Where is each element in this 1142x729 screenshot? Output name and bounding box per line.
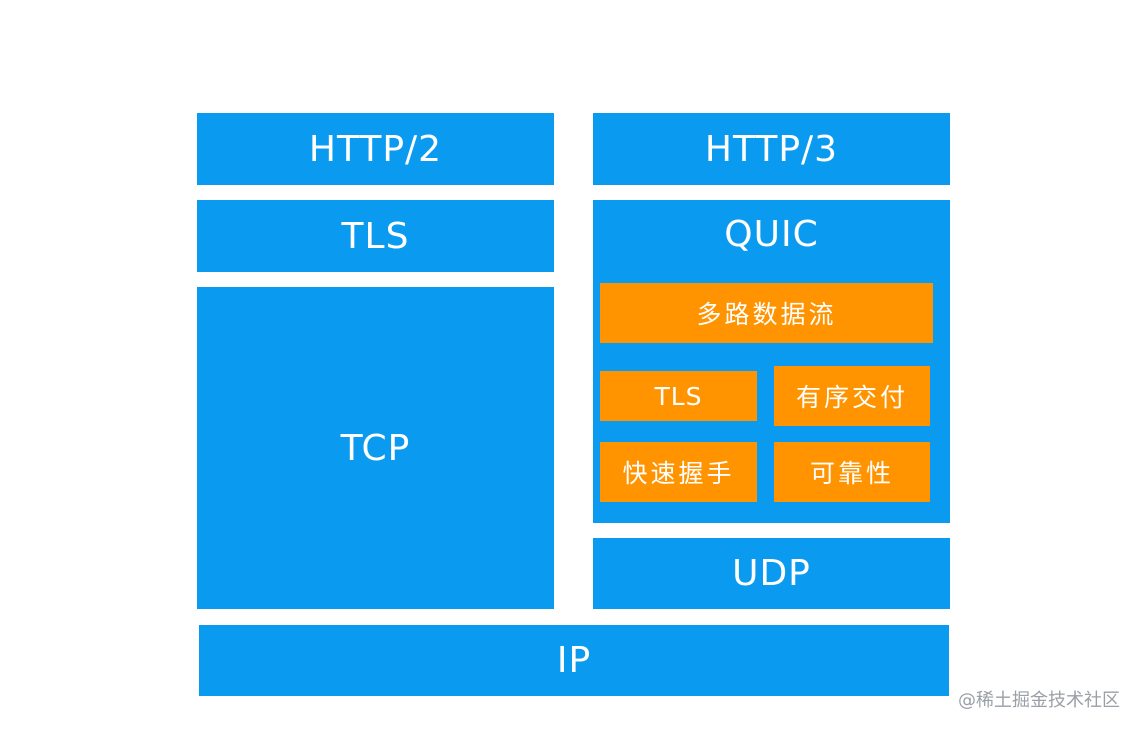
fast-handshake-label: 快速握手 (622, 459, 735, 488)
streams-label: 多路数据流 (696, 300, 837, 329)
quic-feature-fast-handshake: 快速握手 (600, 442, 757, 502)
tls-label-left: TLS (341, 215, 410, 257)
reliability-label: 可靠性 (809, 459, 894, 488)
quic-feature-ordered-delivery: 有序交付 (774, 366, 930, 426)
watermark: @稀土掘金技术社区 (958, 690, 1120, 711)
http3-layer: HTTP/3 (593, 113, 950, 185)
http3-label: HTTP/3 (704, 128, 839, 170)
quic-feature-tls: TLS (600, 371, 757, 421)
ip-label: IP (556, 640, 592, 681)
quic-feature-reliability: 可靠性 (774, 442, 930, 502)
http2-layer: HTTP/2 (197, 113, 554, 185)
udp-layer: UDP (593, 538, 950, 609)
udp-label: UDP (732, 553, 811, 594)
tcp-layer: TCP (197, 287, 554, 609)
quic-feature-streams: 多路数据流 (600, 283, 933, 343)
quic-tls-label: TLS (654, 381, 703, 411)
tcp-label: TCP (340, 427, 411, 469)
http2-label: HTTP/2 (308, 128, 443, 170)
ordered-delivery-label: 有序交付 (795, 383, 908, 412)
quic-label: QUIC (724, 214, 819, 255)
ip-layer: IP (199, 625, 949, 696)
tls-layer-left: TLS (197, 200, 554, 272)
